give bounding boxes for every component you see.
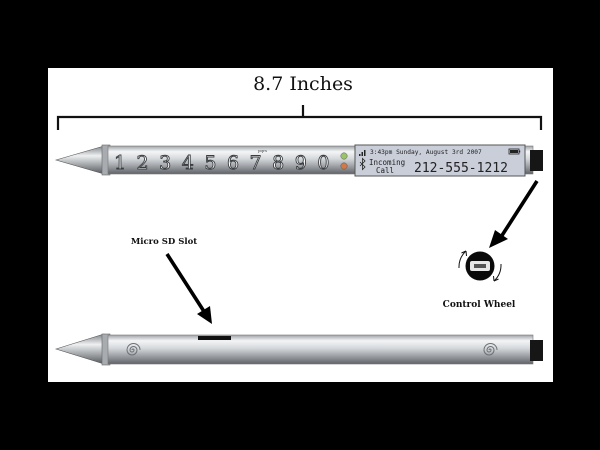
end-button[interactable]	[340, 162, 348, 170]
keypad-digit-4[interactable]: 4	[181, 152, 194, 175]
usb-port-icon	[470, 261, 490, 271]
keypad-digit-7[interactable]: 7	[249, 152, 262, 175]
spiral-logo-icon	[483, 343, 498, 356]
micro-sd-arrow	[165, 253, 212, 324]
lcd-incoming-line1: Incoming	[369, 158, 405, 167]
keypad-digit-8[interactable]: 8	[272, 152, 285, 175]
control-wheel-arrow	[489, 180, 539, 248]
diagram-panel	[48, 68, 553, 382]
keypad-digit-3[interactable]: 3	[159, 152, 172, 175]
lcd-incoming-line2: Call	[376, 166, 394, 175]
top-pen-tip	[54, 145, 105, 175]
battery-icon	[508, 148, 521, 155]
bottom-pen	[54, 333, 543, 366]
dimension-bracket	[56, 105, 543, 130]
dimension-label: 8.7 Inches	[253, 73, 353, 95]
control-wheel-detail: Control Wheel	[443, 250, 516, 310]
micro-sd-slot[interactable]	[198, 336, 231, 340]
keypad-digit-9[interactable]: 9	[294, 152, 307, 175]
antenna-signal-icon	[359, 150, 366, 156]
top-pen-cap	[530, 150, 543, 171]
lcd-status-line: 3:43pm Sunday, August 3rd 2007	[370, 149, 482, 156]
bottom-pen-barrel	[107, 334, 534, 365]
lcd-screen: 3:43pm Sunday, August 3rd 2007 Incoming …	[354, 144, 526, 177]
keypad-digit-1[interactable]: 1	[114, 152, 127, 175]
micro-sd-label: Micro SD Slot	[131, 237, 197, 247]
bluetooth-icon	[359, 157, 366, 171]
rotate-arrows-icon	[458, 250, 502, 282]
call-button[interactable]	[340, 152, 348, 160]
bottom-pen-tip	[54, 333, 105, 365]
keypad-digit-5[interactable]: 5	[204, 152, 217, 175]
keypad-letter-mark: pqrs	[258, 148, 267, 153]
bottom-pen-cap	[530, 340, 543, 361]
keypad-digit-0[interactable]: 0	[317, 152, 330, 175]
spiral-logo-icon	[126, 343, 141, 356]
keypad-digit-2[interactable]: 2	[136, 152, 149, 175]
keypad-digit-6[interactable]: 6	[227, 152, 240, 175]
lcd-phone-number: 212-555-1212	[414, 161, 508, 176]
control-wheel-label: Control Wheel	[443, 300, 516, 310]
